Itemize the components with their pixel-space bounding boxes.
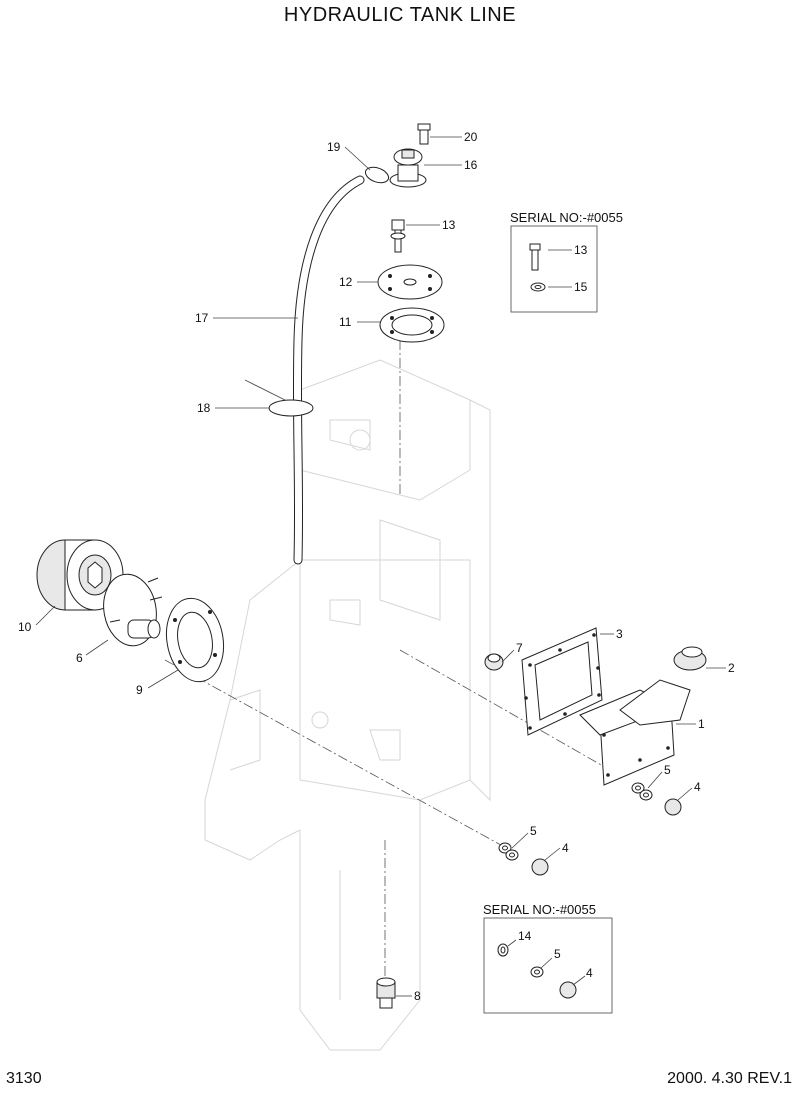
callout-12: 12	[339, 275, 353, 289]
filler-cap	[673, 646, 707, 671]
page-number: 3130	[6, 1070, 42, 1087]
callout-box2-14: 14	[518, 929, 532, 943]
callout-box1-15: 15	[574, 280, 588, 294]
flange-gasket	[165, 597, 225, 683]
cover-plate	[377, 264, 443, 300]
callout-18: 18	[197, 401, 211, 415]
callout-10: 10	[18, 620, 32, 634]
callout-11: 11	[339, 315, 352, 329]
bolt-with-washer	[390, 219, 406, 253]
drain-plug	[376, 977, 396, 1009]
revision-date: 2000. 4.30 REV.1	[667, 1070, 792, 1087]
callout-19: 19	[327, 140, 341, 154]
nut-right	[664, 798, 682, 816]
callout-5-right: 5	[664, 763, 671, 777]
page-title: HYDRAULIC TANK LINE	[283, 4, 517, 26]
suction-flange	[103, 573, 163, 647]
callout-6: 6	[76, 651, 83, 665]
tank-frame-outline	[204, 359, 491, 1051]
callout-8: 8	[414, 989, 421, 1003]
serial-box-top-label: SERIAL NO:-#0055	[510, 210, 623, 225]
leader-lines	[35, 136, 726, 997]
callout-4-right: 4	[694, 780, 701, 794]
assembly-lines	[164, 340, 611, 980]
breather-bolt	[417, 123, 431, 145]
washer-set-middle	[498, 842, 519, 861]
callout-7: 7	[516, 641, 523, 655]
cable-tie	[244, 379, 314, 417]
hose	[292, 175, 365, 565]
serial-box-bottom: SERIAL NO:-#0055 14 5 4	[483, 902, 613, 1014]
callout-13: 13	[442, 218, 456, 232]
plug	[484, 653, 504, 671]
callout-5-middle: 5	[530, 824, 537, 838]
callout-17: 17	[195, 311, 209, 325]
callouts: 20 19 16 13 12 11 17 18 10 6 9 7 3 2 1 5…	[18, 130, 735, 1003]
hose-clamp	[364, 166, 390, 184]
callout-box1-13: 13	[574, 243, 588, 257]
serial-box-top: SERIAL NO:-#0055 13 15	[510, 210, 623, 313]
nut-middle	[531, 858, 549, 876]
gasket	[379, 307, 445, 343]
callout-20: 20	[464, 130, 478, 144]
callout-4-middle: 4	[562, 841, 569, 855]
filler-cover	[579, 679, 691, 786]
callout-box2-4: 4	[586, 966, 593, 980]
serial-box-bottom-label: SERIAL NO:-#0055	[483, 902, 596, 917]
callout-1: 1	[698, 717, 705, 731]
callout-2: 2	[728, 661, 735, 675]
callout-box2-5: 5	[554, 947, 561, 961]
air-breather	[389, 148, 427, 188]
callout-16: 16	[464, 158, 478, 172]
callout-3: 3	[616, 627, 623, 641]
washer-set-right	[631, 782, 653, 801]
callout-9: 9	[136, 683, 143, 697]
cover-gasket	[521, 627, 603, 736]
